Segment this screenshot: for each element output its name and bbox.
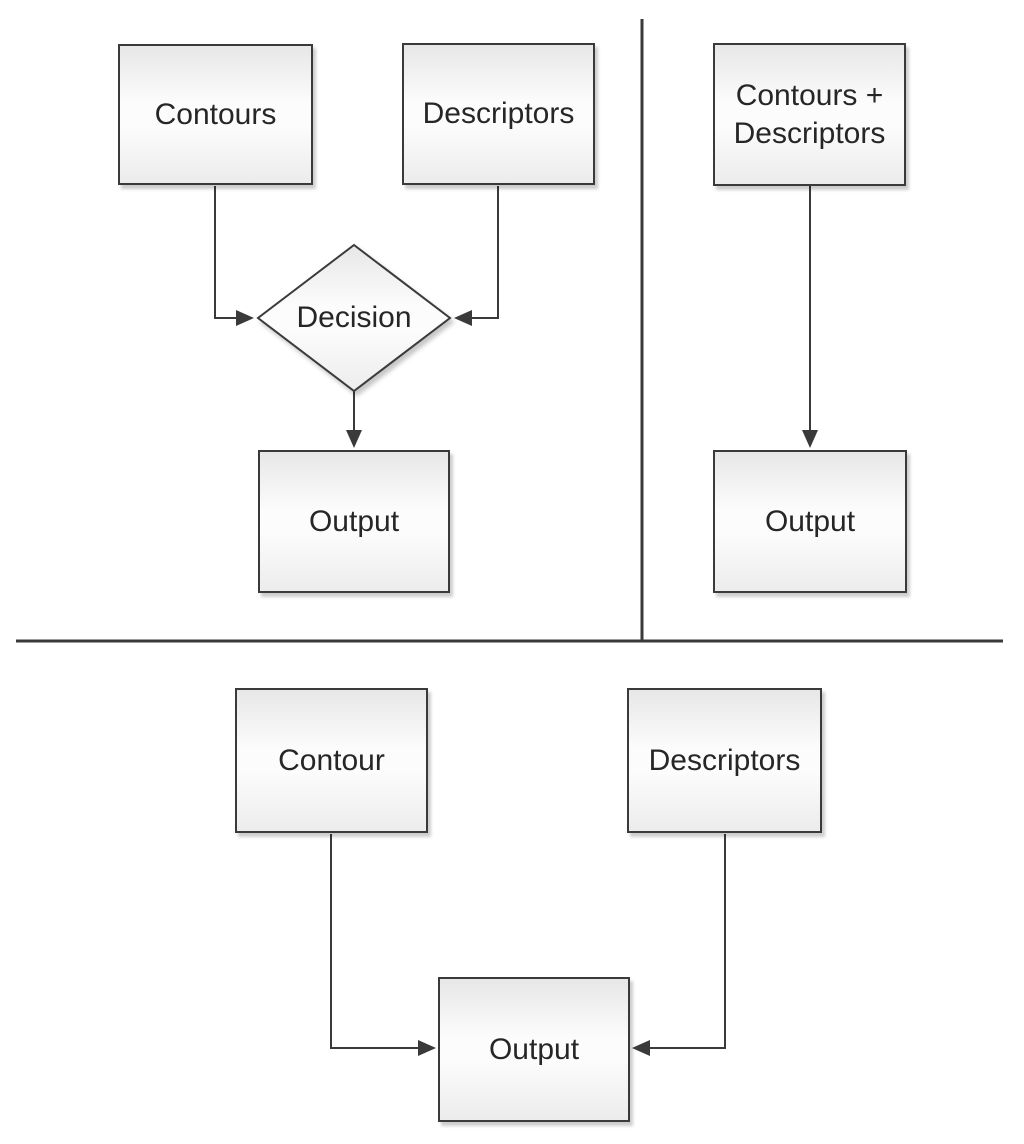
node-output-bottom: Output (438, 977, 630, 1122)
connector-contour-to-output (330, 834, 420, 1049)
node-contours: Contours (118, 44, 313, 185)
node-contour: Contour (235, 688, 428, 833)
node-output-top-right: Output (713, 450, 907, 593)
node-descriptors-bottom: Descriptors (627, 688, 822, 833)
connector-contours-to-decision (214, 186, 238, 319)
arrowhead-descriptors2-to-output (632, 1040, 650, 1056)
decision-diamond-shape (256, 243, 452, 393)
node-output-top-left: Output (258, 450, 450, 593)
arrowhead-decision-to-output (346, 430, 362, 448)
decision-label: Decision (296, 301, 412, 334)
arrowhead-descriptors-to-decision (454, 310, 472, 326)
connector-descriptors2-to-output (648, 834, 726, 1049)
arrowhead-contours-to-decision (236, 310, 254, 326)
connector-descriptors-to-decision (470, 186, 499, 319)
node-descriptors: Descriptors (402, 43, 595, 185)
arrowhead-combined-to-output (802, 430, 818, 448)
arrowhead-contour-to-output (418, 1040, 436, 1056)
node-contours-descriptors: Contours + Descriptors (713, 43, 906, 186)
